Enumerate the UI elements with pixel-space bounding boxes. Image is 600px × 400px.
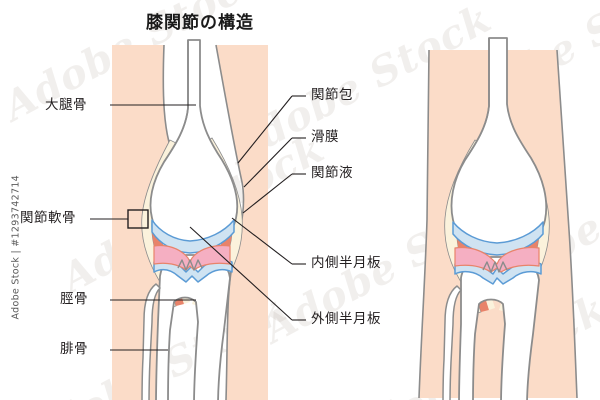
joint-complex — [151, 219, 235, 283]
diagram-plain-knee — [418, 37, 578, 400]
label-synovium: 滑膜 — [311, 129, 339, 145]
label-medial-meniscus: 内側半月板 — [311, 255, 381, 271]
leader-synovial-fluid — [242, 173, 293, 214]
label-articular-cartilage: 関節軟骨 — [20, 210, 76, 226]
fibula-bone — [141, 283, 161, 400]
fibula-bone-plain — [442, 285, 462, 400]
label-tibia: 脛骨 — [60, 291, 88, 307]
leader-lines — [90, 95, 306, 351]
stock-id-watermark: Adobe Stock | #1293742714 — [10, 174, 22, 320]
leader-joint-capsule — [237, 95, 293, 164]
diagram-labeled-knee — [112, 39, 268, 400]
label-joint-capsule: 関節包 — [311, 87, 353, 103]
leader-lateral-meniscus — [189, 226, 293, 321]
label-synovial-fluid: 関節液 — [311, 165, 353, 181]
label-fibula: 腓骨 — [60, 341, 88, 357]
callout-box-articular-cartilage — [127, 209, 149, 229]
joint-complex-plain — [452, 221, 544, 285]
leader-medial-meniscus — [231, 217, 293, 265]
joint-space-zigzag — [177, 259, 203, 271]
page-title: 膝関節の構造 — [146, 13, 254, 33]
label-lateral-meniscus: 外側半月板 — [311, 311, 381, 327]
label-femur: 大腿骨 — [45, 97, 87, 113]
leader-synovium — [243, 137, 293, 188]
